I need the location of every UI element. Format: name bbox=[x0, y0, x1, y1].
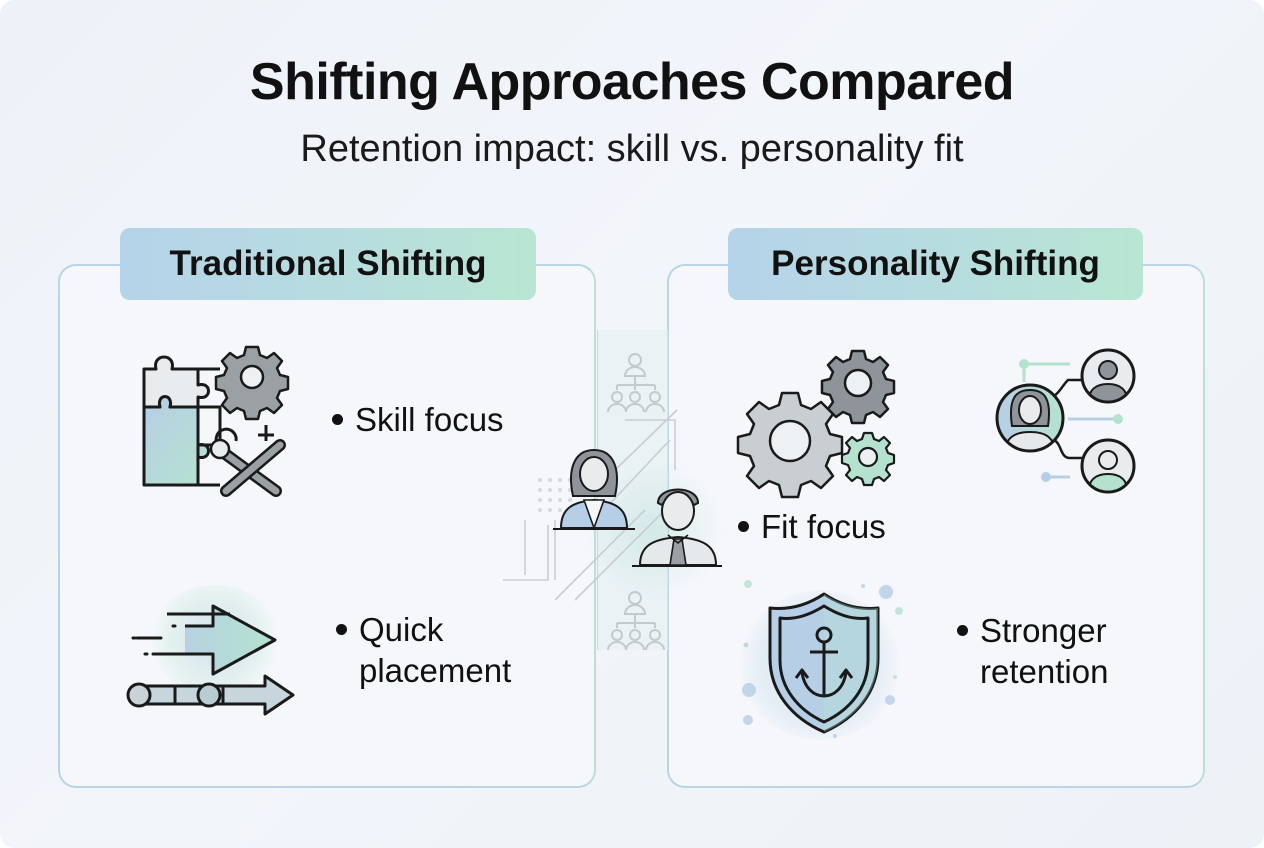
bullet-text: Stronger bbox=[980, 612, 1107, 649]
bullet-text: Skill focus bbox=[355, 401, 504, 438]
traditional-shifting-heading: Traditional Shifting bbox=[120, 228, 536, 300]
bullet-text-continued: retention bbox=[980, 653, 1109, 690]
shield-anchor-icon bbox=[742, 580, 903, 738]
puzzle-gear-tools-icon bbox=[142, 345, 290, 497]
bullet-dot bbox=[957, 624, 968, 636]
page-title: Shifting Approaches Compared bbox=[249, 53, 1015, 111]
bullet-text-continued: placement bbox=[359, 652, 512, 689]
bullet-dot bbox=[332, 413, 343, 425]
org-chart-icon bbox=[607, 591, 665, 651]
page-subtitle: Retention impact: skill vs. personality … bbox=[300, 128, 964, 170]
businessman-icon bbox=[632, 488, 722, 567]
bullet-text: Fit focus bbox=[761, 508, 886, 545]
personality-shifting-heading: Personality Shifting bbox=[728, 228, 1143, 300]
fit-focus-bullet: Fit focus bbox=[738, 506, 886, 547]
bullet-dot bbox=[738, 520, 749, 532]
people-network-icon bbox=[995, 348, 1136, 494]
businesswoman-icon bbox=[553, 448, 635, 531]
stronger-retention-bullet: Stronger retention bbox=[957, 610, 1108, 692]
org-chart-icon bbox=[607, 353, 665, 413]
gears-icon bbox=[736, 349, 896, 499]
bullet-text: Quick bbox=[359, 611, 444, 648]
bullet-dot bbox=[336, 623, 347, 635]
fast-arrows-icon bbox=[126, 604, 295, 716]
skill-focus-bullet: Skill focus bbox=[332, 399, 504, 440]
quick-placement-bullet: Quick placement bbox=[336, 609, 511, 691]
